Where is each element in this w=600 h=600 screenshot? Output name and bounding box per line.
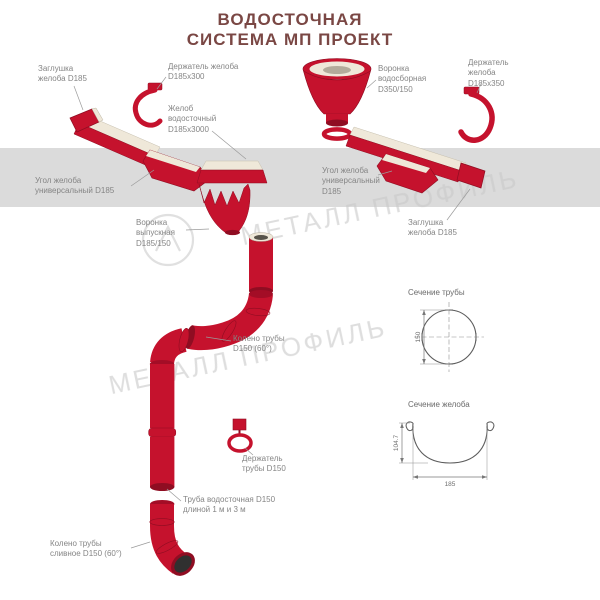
gutter-hook-right xyxy=(458,86,495,143)
title-line-1: ВОДОСТОЧНАЯ xyxy=(217,10,363,29)
label-endcap-left: Заглушка желоба D185 xyxy=(38,64,87,84)
gutter-cross-section: 185 104.7 xyxy=(393,421,495,488)
pipe-drain-elbow xyxy=(150,504,188,574)
gutter-endcap-left xyxy=(69,107,104,133)
gutter-corner-left xyxy=(142,149,211,192)
pipe-vertical-2 xyxy=(150,437,175,487)
collecting-funnel xyxy=(302,58,372,141)
downpipe-assembly xyxy=(148,232,274,576)
label-corner-left: Угол желоба универсальный D185 xyxy=(35,176,115,196)
label-gutter-holder-300: Держатель желоба D185х300 xyxy=(168,62,239,82)
label-collect-funnel: Воронка водосборная D350/150 xyxy=(378,64,427,94)
gutter-endcap-right xyxy=(456,162,486,189)
label-gutter-section-title: Сечение желоба xyxy=(408,400,470,409)
label-corner-right: Угол желоба универсальный D185 xyxy=(322,166,380,196)
pipe-top-cylinder xyxy=(249,237,273,291)
roof-band xyxy=(0,148,600,207)
page-title: ВОДОСТОЧНАЯ СИСТЕМА МП ПРОЕКТ xyxy=(140,10,440,50)
pipe-elbow-upper xyxy=(187,292,273,351)
label-drain-elbow: Колено трубы сливное D150 (60°) xyxy=(50,539,122,559)
gutter-center xyxy=(196,160,268,184)
title-line-2: СИСТЕМА МП ПРОЕКТ xyxy=(186,30,394,50)
gutter-width-dim: 185 xyxy=(445,481,456,488)
label-endcap-right: Заглушка желоба D185 xyxy=(408,218,457,238)
gutter-corner-right xyxy=(376,153,439,194)
label-downpipe: Труба водосточная D150 длиной 1 м и 3 м xyxy=(183,495,276,515)
outlet-funnel xyxy=(198,183,251,236)
gutter-depth-dim: 104.7 xyxy=(393,434,400,451)
pipe-holder xyxy=(227,418,253,453)
watermark-logo-icon xyxy=(141,213,195,267)
leader-lines xyxy=(73,76,482,549)
label-pipe-section-title: Сечение трубы xyxy=(408,288,465,297)
pipe-cross-section: 150 xyxy=(414,302,484,372)
pipe-coupling xyxy=(148,427,177,438)
gutter-hook-left xyxy=(132,82,163,128)
pipe-vertical-1 xyxy=(150,364,175,428)
label-pipe-holder: Держатель трубы D150 xyxy=(242,454,286,474)
label-outlet-funnel: Воронка выпускная D185/150 xyxy=(136,218,175,248)
label-gutter-holder-350: Держатель желоба D185х350 xyxy=(468,58,509,88)
label-gutter: Желоб водосточный D185х3000 xyxy=(168,104,217,134)
pipe-diameter-dim: 150 xyxy=(415,331,422,342)
label-pipe-elbow: Колено трубы D150 (60°) xyxy=(233,334,285,354)
